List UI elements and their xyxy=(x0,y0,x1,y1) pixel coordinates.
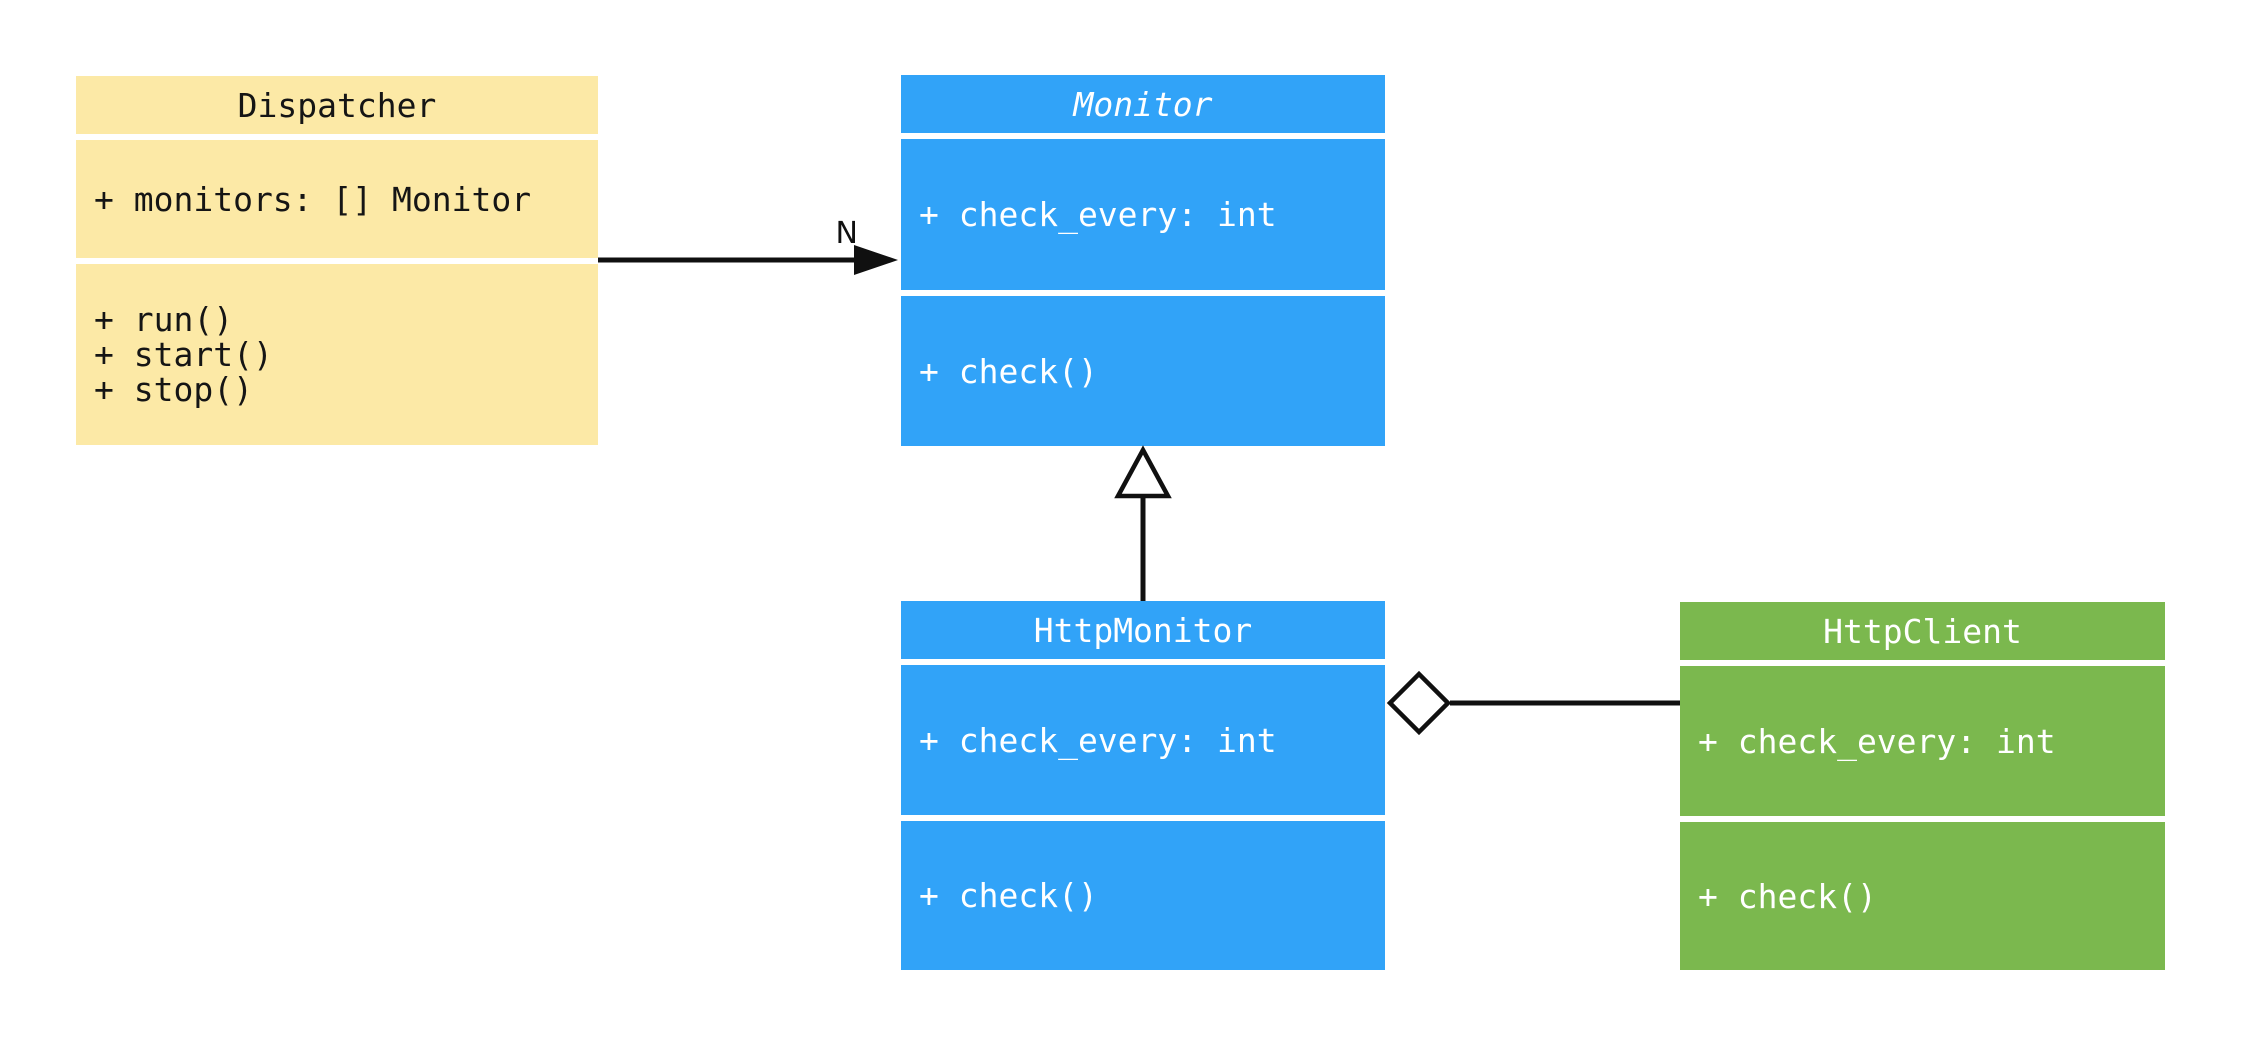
methods-compartment-dispatcher: + run() + start() + stop() xyxy=(76,264,598,445)
class-box-httpmonitor: HttpMonitor + check_every: int + check() xyxy=(901,601,1385,970)
attributes-compartment-httpclient: + check_every: int xyxy=(1680,666,2165,816)
class-name-monitor: Monitor xyxy=(901,75,1385,133)
multiplicity-label: N xyxy=(836,216,858,251)
aggregation-diamond-icon xyxy=(1386,670,1452,736)
method-run: + run() xyxy=(94,300,234,339)
attribute-check-every: + check_every: int xyxy=(919,720,1277,760)
class-box-httpclient: HttpClient + check_every: int + check() xyxy=(1680,602,2165,970)
attribute-check-every: + check_every: int xyxy=(919,195,1277,234)
hollow-triangle-arrowhead-icon xyxy=(1114,445,1172,499)
method-check: + check() xyxy=(919,351,1098,391)
method-check: + check() xyxy=(919,876,1098,915)
attributes-compartment-monitor: + check_every: int xyxy=(901,139,1385,290)
filled-arrowhead-icon xyxy=(854,245,898,275)
class-box-monitor: Monitor + check_every: int + check() xyxy=(901,75,1385,446)
class-name-httpclient: HttpClient xyxy=(1680,602,2165,660)
class-name-httpmonitor: HttpMonitor xyxy=(901,601,1385,659)
aggregation-connector-httpmonitor-httpclient xyxy=(1386,670,1680,736)
class-name-dispatcher: Dispatcher xyxy=(76,76,598,134)
method-check: + check() xyxy=(1698,876,1877,916)
attributes-compartment-httpmonitor: + check_every: int xyxy=(901,665,1385,815)
methods-compartment-httpclient: + check() xyxy=(1680,822,2165,970)
method-start: + start() xyxy=(94,335,273,374)
attribute-monitors: + monitors: [] Monitor xyxy=(94,179,532,219)
methods-compartment-monitor: + check() xyxy=(901,296,1385,446)
attribute-check-every: + check_every: int xyxy=(1698,721,2056,761)
methods-compartment-httpmonitor: + check() xyxy=(901,821,1385,970)
generalization-arrow-httpmonitor-monitor xyxy=(1114,445,1172,601)
attributes-compartment-dispatcher: + monitors: [] Monitor xyxy=(76,140,598,258)
class-box-dispatcher: Dispatcher + monitors: [] Monitor + run(… xyxy=(76,76,598,445)
association-arrow-dispatcher-monitor: N xyxy=(598,216,898,275)
method-stop: + stop() xyxy=(94,370,253,409)
